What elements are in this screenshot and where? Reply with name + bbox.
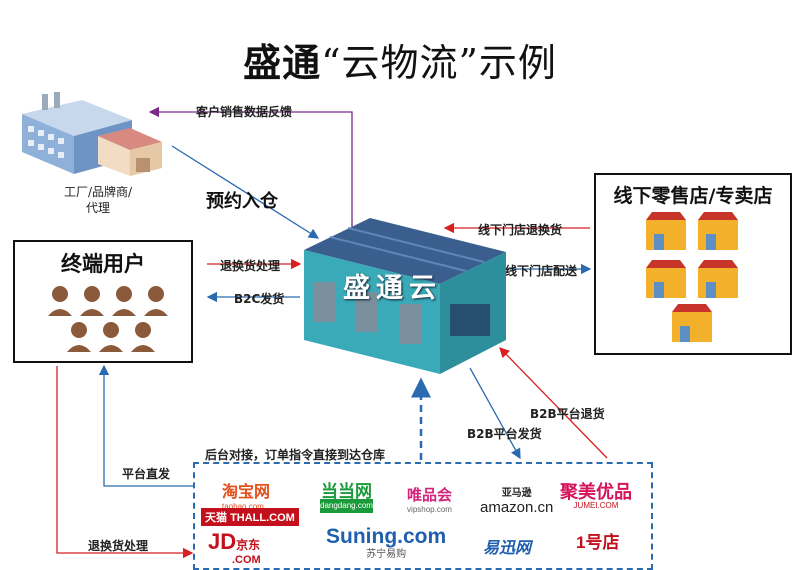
dangdang-logo[interactable]: 当当网 dangdang.com: [320, 483, 373, 513]
tmall-logo[interactable]: 天猫 THALL.COM: [201, 508, 299, 526]
inbound-label: 预约入仓: [206, 191, 278, 212]
offline-delivery-label: 线下门店配送: [505, 264, 578, 278]
retail-box: 线下零售店/专卖店: [594, 173, 792, 355]
users-icon: [48, 286, 168, 352]
suning-logo[interactable]: Suning.com 苏宁易购: [326, 525, 447, 560]
end-users-box: 终端用户: [13, 240, 193, 363]
factory-icon: [22, 92, 162, 176]
b2b-ship-arrow: [469, 367, 521, 460]
shops-icon: [646, 212, 738, 342]
yixun-logo[interactable]: 易迅网: [483, 540, 532, 557]
warehouse-name: 盛通云: [343, 273, 442, 304]
platform-direct-arrow: [98, 364, 193, 487]
return-bottom-label: 退换货处理: [88, 539, 149, 553]
factory-label: 工厂/品牌商/ 代理: [63, 185, 133, 215]
page-title: 盛通“云物流”示例: [243, 40, 557, 85]
taobao-logo[interactable]: 淘宝网 taobao.com: [222, 484, 271, 512]
b2b-ship-label: B2B平台发货: [467, 427, 542, 441]
backend-label: 后台对接，订单指令直接到达仓库: [205, 448, 386, 462]
amazon-logo[interactable]: 亚马逊 amazon.cn: [480, 488, 554, 516]
jumei-logo[interactable]: 聚美优品 JUMEI.COM: [560, 482, 632, 510]
retail-title: 线下零售店/专卖店: [613, 185, 773, 207]
end-users-title: 终端用户: [61, 252, 145, 276]
b2b-return-label: B2B平台退货: [530, 407, 605, 421]
feedback-label: 客户销售数据反馈: [196, 105, 293, 119]
jd-logo[interactable]: JD京东 .COM: [208, 529, 261, 567]
b2b-return-arrow: [499, 347, 608, 459]
return-process-label: 退换货处理: [220, 259, 281, 273]
return-bottom-arrow: [56, 366, 194, 559]
yhd-logo[interactable]: 1号店: [576, 533, 620, 552]
inbound-arrow: [171, 145, 320, 239]
vipshop-logo[interactable]: 唯品会 vipshop.com: [407, 487, 453, 514]
offline-return-label: 线下门店退换货: [478, 223, 563, 237]
b2c-label: B2C发货: [234, 292, 285, 306]
feedback-arrow: [148, 106, 353, 250]
warehouse-icon: [304, 218, 506, 374]
platform-direct-label: 平台直发: [122, 467, 171, 481]
